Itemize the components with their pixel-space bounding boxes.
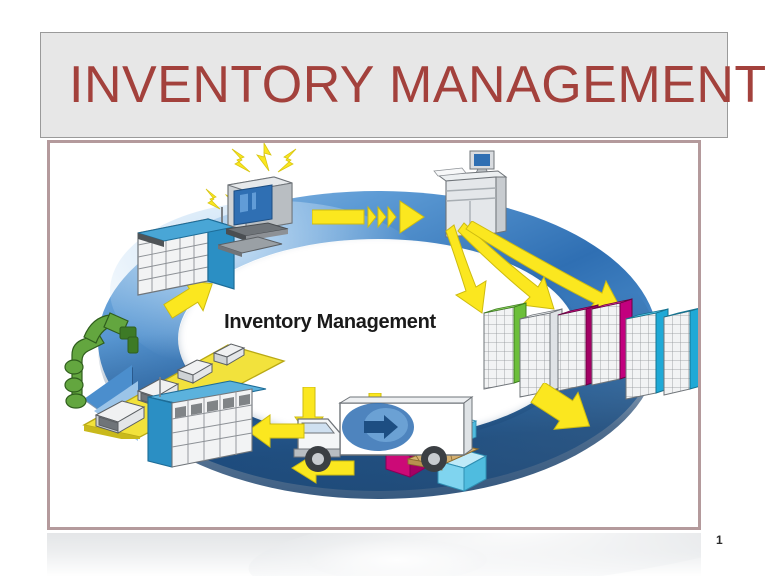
flow-arrow-left-truck-icon bbox=[246, 413, 306, 449]
slide-number: 1 bbox=[716, 533, 723, 547]
robot-arm-icon bbox=[58, 293, 150, 413]
computer-terminal-icon bbox=[216, 167, 304, 257]
flow-arrow-down-left-icon bbox=[528, 383, 598, 437]
slide-image-frame[interactable]: Inventory Management bbox=[47, 140, 701, 530]
storage-rack-blue-icon bbox=[136, 205, 246, 301]
flow-arrows-fanout-icon bbox=[442, 220, 652, 338]
flow-arrow-up-right-icon bbox=[162, 275, 220, 319]
rack-cluster-icon bbox=[480, 279, 698, 407]
warehouse-shelf-icon bbox=[142, 375, 267, 468]
delivery-truck-icon bbox=[288, 393, 474, 479]
machine-printer-icon bbox=[432, 149, 508, 238]
slide-title-box[interactable]: INVENTORY MANAGEMENT bbox=[40, 32, 766, 138]
diagram-center-label: Inventory Management bbox=[224, 311, 436, 333]
flow-arrow-right-dashed-icon bbox=[312, 199, 436, 237]
page-title: INVENTORY MANAGEMENT bbox=[69, 56, 767, 114]
wireless-signal-computer-icon bbox=[228, 143, 302, 192]
image-reflection bbox=[47, 533, 701, 576]
cube-cyan-icon bbox=[436, 447, 490, 495]
inventory-management-cycle-diagram: Inventory Management bbox=[50, 143, 698, 527]
